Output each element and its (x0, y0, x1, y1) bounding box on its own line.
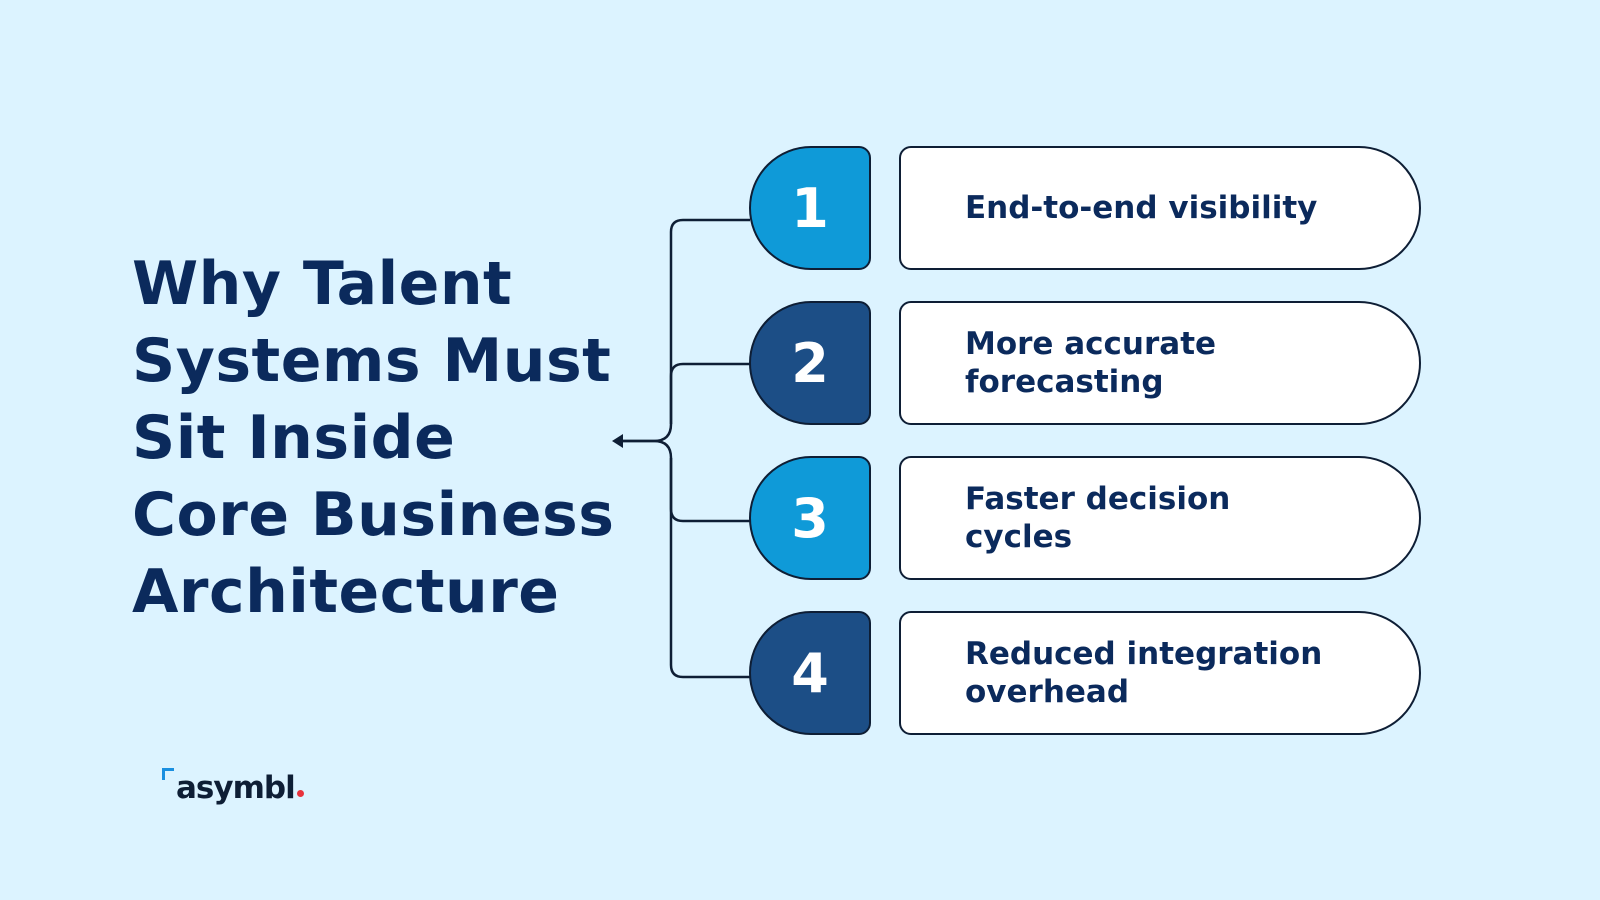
logo-bracket-icon (162, 768, 174, 780)
bracket-line (669, 458, 750, 523)
title-line: Core Business (132, 480, 615, 550)
title-line: Architecture (132, 557, 560, 627)
title-line: Systems Must (132, 326, 612, 396)
step-number-badge: 2 (749, 301, 871, 425)
bracket-line (622, 439, 750, 679)
step-label-pill: Reduced integration overhead (899, 611, 1421, 735)
title-line: Why Talent (132, 249, 513, 319)
step-label-pill: Faster decision cycles (899, 456, 1421, 580)
step-3: 3 Faster decision cycles (749, 456, 1421, 580)
step-1: 1 End-to-end visibility (749, 146, 1421, 270)
step-4: 4 Reduced integration overhead (749, 611, 1421, 735)
logo-dot-icon (296, 790, 304, 797)
step-number-badge: 1 (749, 146, 871, 270)
step-label-pill: More accurate forecasting (899, 301, 1421, 425)
logo-wordmark: asymbl (176, 770, 296, 806)
bracket-line (622, 218, 750, 443)
asymbl-logo: asymbl (162, 762, 304, 806)
step-number-badge: 4 (749, 611, 871, 735)
step-label: Faster decision cycles (965, 481, 1231, 555)
step-2: 2 More accurate forecasting (749, 301, 1421, 425)
step-number-badge: 3 (749, 456, 871, 580)
page-title: Why Talent Systems Must Sit Inside Core … (132, 246, 632, 631)
step-label: More accurate forecasting (965, 326, 1217, 400)
title-line: Sit Inside (132, 403, 456, 473)
step-label: End-to-end visibility (965, 190, 1318, 226)
step-label-pill: End-to-end visibility (899, 146, 1421, 270)
arrowhead-icon (612, 434, 623, 448)
step-label: Reduced integration overhead (965, 636, 1323, 710)
bracket-line (669, 362, 750, 424)
